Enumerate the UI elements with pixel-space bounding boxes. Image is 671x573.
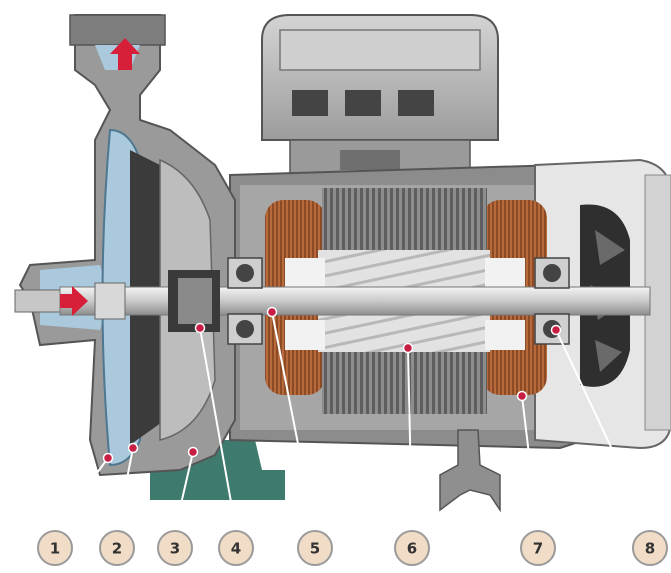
callout-badge-7: 7 <box>520 530 556 566</box>
callout-line-2 <box>116 447 134 531</box>
callout-badge-2: 2 <box>99 530 135 566</box>
callout-line-1 <box>54 457 109 531</box>
callout-badge-4: 4 <box>218 530 254 566</box>
callout-marker-4 <box>194 322 206 334</box>
callout-circle-4 <box>218 530 254 566</box>
callout-label-4: 4 <box>231 540 241 558</box>
callout-label-1: 1 <box>50 540 60 558</box>
callout-circle-1 <box>37 530 73 566</box>
callout-leader-lines <box>54 311 651 531</box>
callout-badge-6: 6 <box>394 530 430 566</box>
callout-label-3: 3 <box>170 540 180 558</box>
callout-badge-1: 1 <box>37 530 73 566</box>
callout-line-4 <box>199 327 237 531</box>
front-bearing <box>227 257 263 345</box>
callout-marker-5 <box>266 306 278 318</box>
callout-marker-1 <box>102 452 114 464</box>
callout-badges: 1 2 3 4 5 6 7 8 <box>37 530 668 566</box>
callout-label-8: 8 <box>645 540 655 558</box>
callout-label-7: 7 <box>533 540 543 558</box>
stator-core <box>322 188 487 414</box>
callout-label-5: 5 <box>310 540 320 558</box>
mechanical-seal <box>168 270 220 332</box>
callout-circle-3 <box>157 530 193 566</box>
callout-line-8 <box>555 329 651 531</box>
callout-marker-6 <box>402 342 414 354</box>
shaft <box>59 282 651 320</box>
callout-line-3 <box>174 451 194 531</box>
callout-marker-3 <box>187 446 199 458</box>
callout-line-6 <box>407 347 413 531</box>
callout-circle-2 <box>99 530 135 566</box>
motor-foot <box>439 429 501 513</box>
callout-label-6: 6 <box>407 540 417 558</box>
callout-badge-8: 8 <box>632 530 668 566</box>
terminal-box <box>261 14 499 176</box>
callout-circle-8 <box>632 530 668 566</box>
callout-marker-2 <box>127 442 139 454</box>
callout-circle-5 <box>297 530 333 566</box>
callout-badge-3: 3 <box>157 530 193 566</box>
callout-marker-7 <box>516 390 528 402</box>
callout-label-2: 2 <box>112 540 122 558</box>
callout-line-7 <box>521 395 539 531</box>
callout-line-5 <box>271 311 316 531</box>
callout-badge-5: 5 <box>297 530 333 566</box>
rear-bearing <box>534 257 570 345</box>
callout-circle-7 <box>520 530 556 566</box>
callout-circle-6 <box>394 530 430 566</box>
callout-markers <box>102 306 562 464</box>
rotor <box>285 250 525 352</box>
flow-arrow-right-icon <box>60 286 88 316</box>
callout-marker-8 <box>550 324 562 336</box>
flow-arrow-up-icon <box>110 38 140 70</box>
